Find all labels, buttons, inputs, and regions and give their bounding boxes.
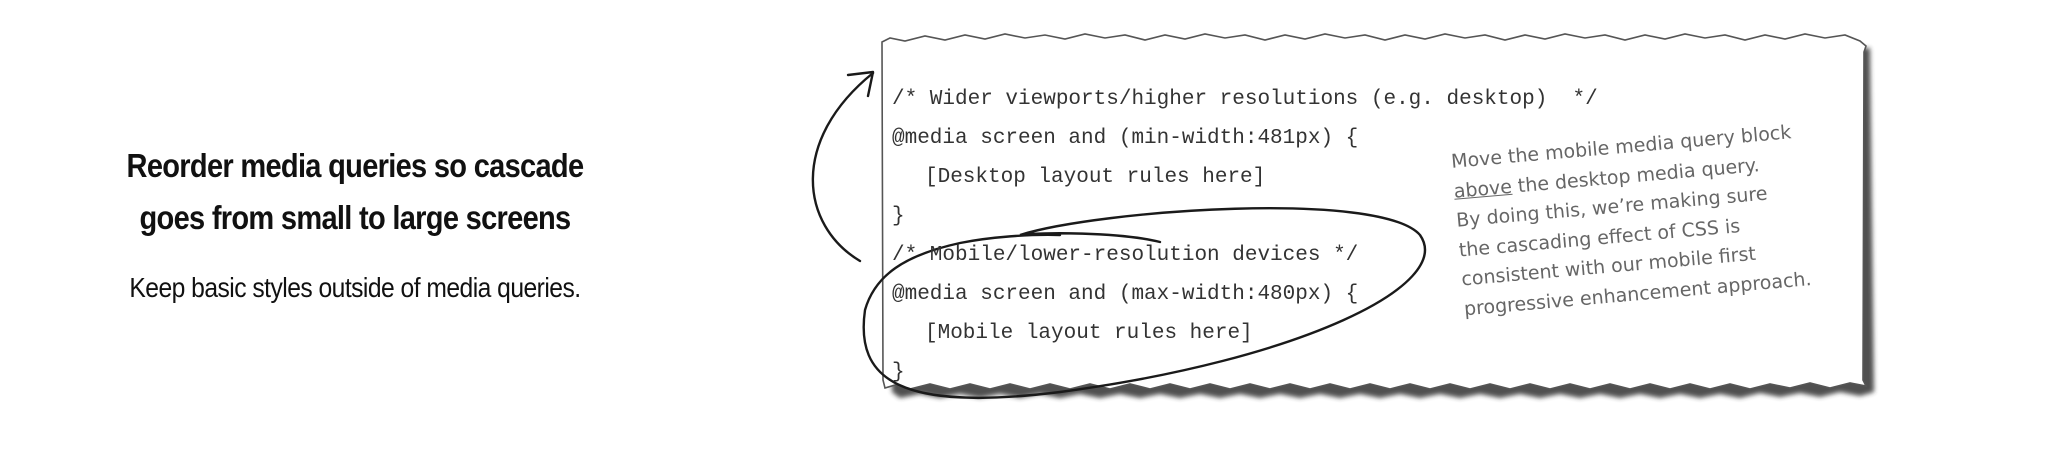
code-close-brace-mobile: } [892,361,905,384]
arrow-head [846,70,875,98]
mobile-block-lasso [862,207,1427,400]
code-media-desktop: @media screen and (min-width:481px) { [892,127,1359,150]
code-block: /* Wider viewports/higher resolutions (e… [892,80,1872,392]
code-close-brace-desktop: } [892,205,905,228]
curved-arrow [811,71,875,263]
code-media-mobile: @media screen and (max-width:480px) { [892,283,1359,306]
subheading: Keep basic styles outside of media queri… [129,272,581,303]
code-paper [881,33,1868,390]
note-emphasis-above: above [1452,175,1513,203]
heading-line-2: goes from small to large screens [139,199,571,236]
left-text-panel: Reorder media queries so cascade goes fr… [95,140,615,304]
handwritten-note: Move the mobile media query block above … [1450,115,1844,324]
code-desktop-rules: [Desktop layout rules here] [925,166,1266,189]
code-mobile-rules: [Mobile layout rules here] [925,322,1253,345]
heading-line-1: Reorder media queries so cascade [126,147,585,184]
code-comment-desktop: /* Wider viewports/higher resolutions (e… [892,88,1598,111]
code-comment-mobile: /* Mobile/lower-resolution devices */ [892,244,1359,267]
main-heading: Reorder media queries so cascade goes fr… [126,140,585,244]
